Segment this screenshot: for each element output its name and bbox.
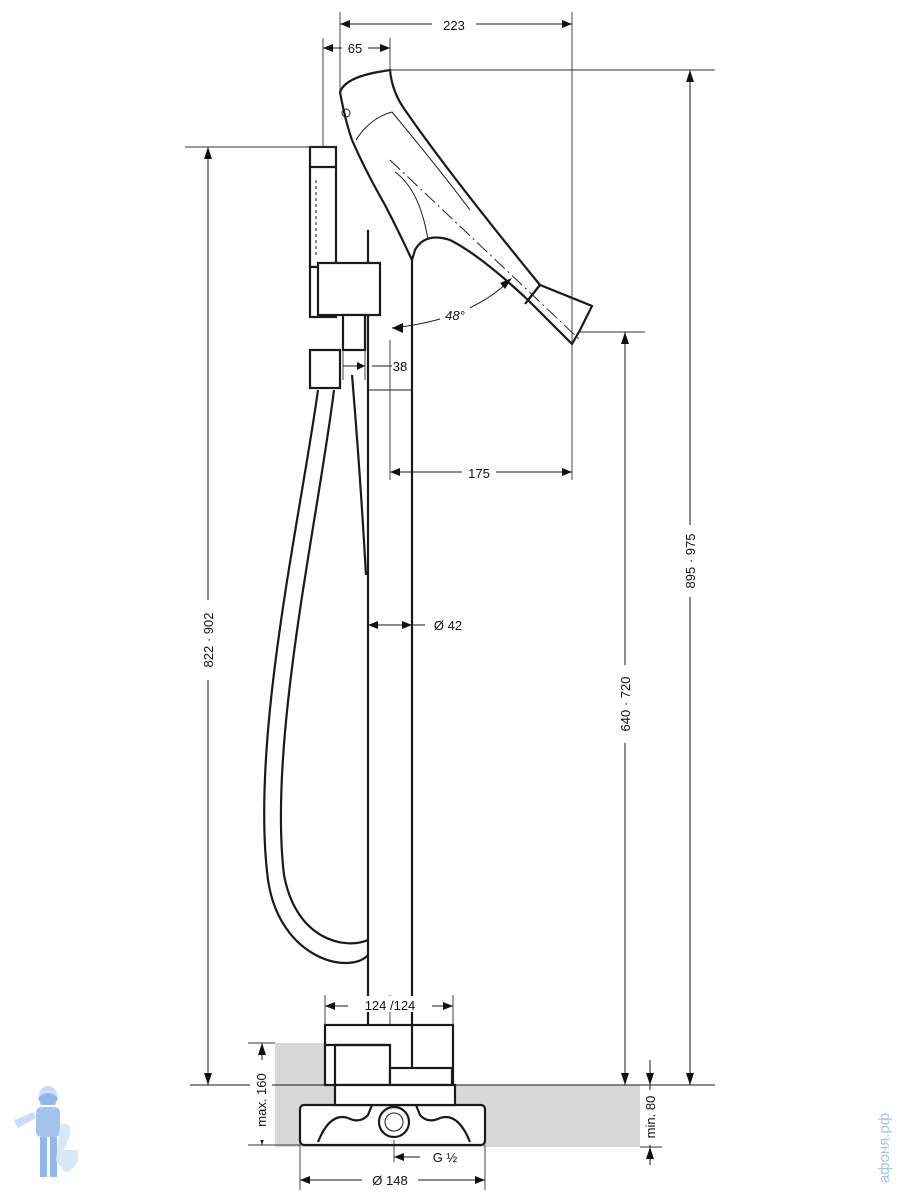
dim-label-148: Ø 148 (372, 1173, 407, 1188)
hand-shower (308, 145, 382, 390)
watermark-site-text: афоня.рф (876, 1113, 893, 1183)
dim-handshower-offset: 65 (322, 38, 391, 147)
dim-thread: G ½ (393, 1140, 458, 1165)
rough-in-valve (298, 1083, 487, 1147)
hose-connector (350, 374, 368, 576)
dim-width-overall: 223 (339, 12, 573, 480)
dim-label-124: 124 /124 (365, 998, 416, 1013)
dim-base-diameter: Ø 148 (299, 1145, 486, 1190)
dim-height-handshower: 822 · 902 (185, 146, 336, 1085)
hose-outer (263, 389, 369, 964)
dim-height-overall: 895 · 975 (390, 69, 715, 1085)
dim-label-42: Ø 42 (434, 618, 462, 633)
dim-pipe-diameter: Ø 42 (368, 618, 462, 633)
plumber-mascot-icon (14, 1086, 79, 1177)
dim-label-223: 223 (443, 18, 465, 33)
dim-label-175: 175 (468, 466, 490, 481)
dim-label-640-720: 640 · 720 (618, 677, 633, 732)
dim-spout-angle: 48° (391, 278, 512, 333)
dim-label-g-half: G ½ (433, 1150, 458, 1165)
dim-spout-outlet-height: 640 · 720 (578, 331, 645, 1085)
dim-label-max-160: max. 160 (254, 1073, 269, 1126)
dim-spout-connector: 38 (342, 350, 407, 380)
spout-centerline (389, 159, 581, 341)
dim-label-38: 38 (393, 359, 407, 374)
dim-label-48: 48° (445, 308, 465, 323)
dim-spout-reach: 175 (389, 340, 572, 481)
hose-inner (279, 389, 369, 945)
dim-label-895-975: 895 · 975 (683, 534, 698, 589)
dim-install-depth: max. 160 (248, 1042, 300, 1146)
dim-label-min-80: min. 80 (643, 1096, 658, 1139)
base-housing (323, 1023, 455, 1087)
dim-base-width: 124 /124 (324, 995, 454, 1025)
dim-label-65: 65 (348, 41, 362, 56)
dim-floor-min: min. 80 (640, 1060, 662, 1165)
dim-label-822-902: 822 · 902 (201, 613, 216, 668)
